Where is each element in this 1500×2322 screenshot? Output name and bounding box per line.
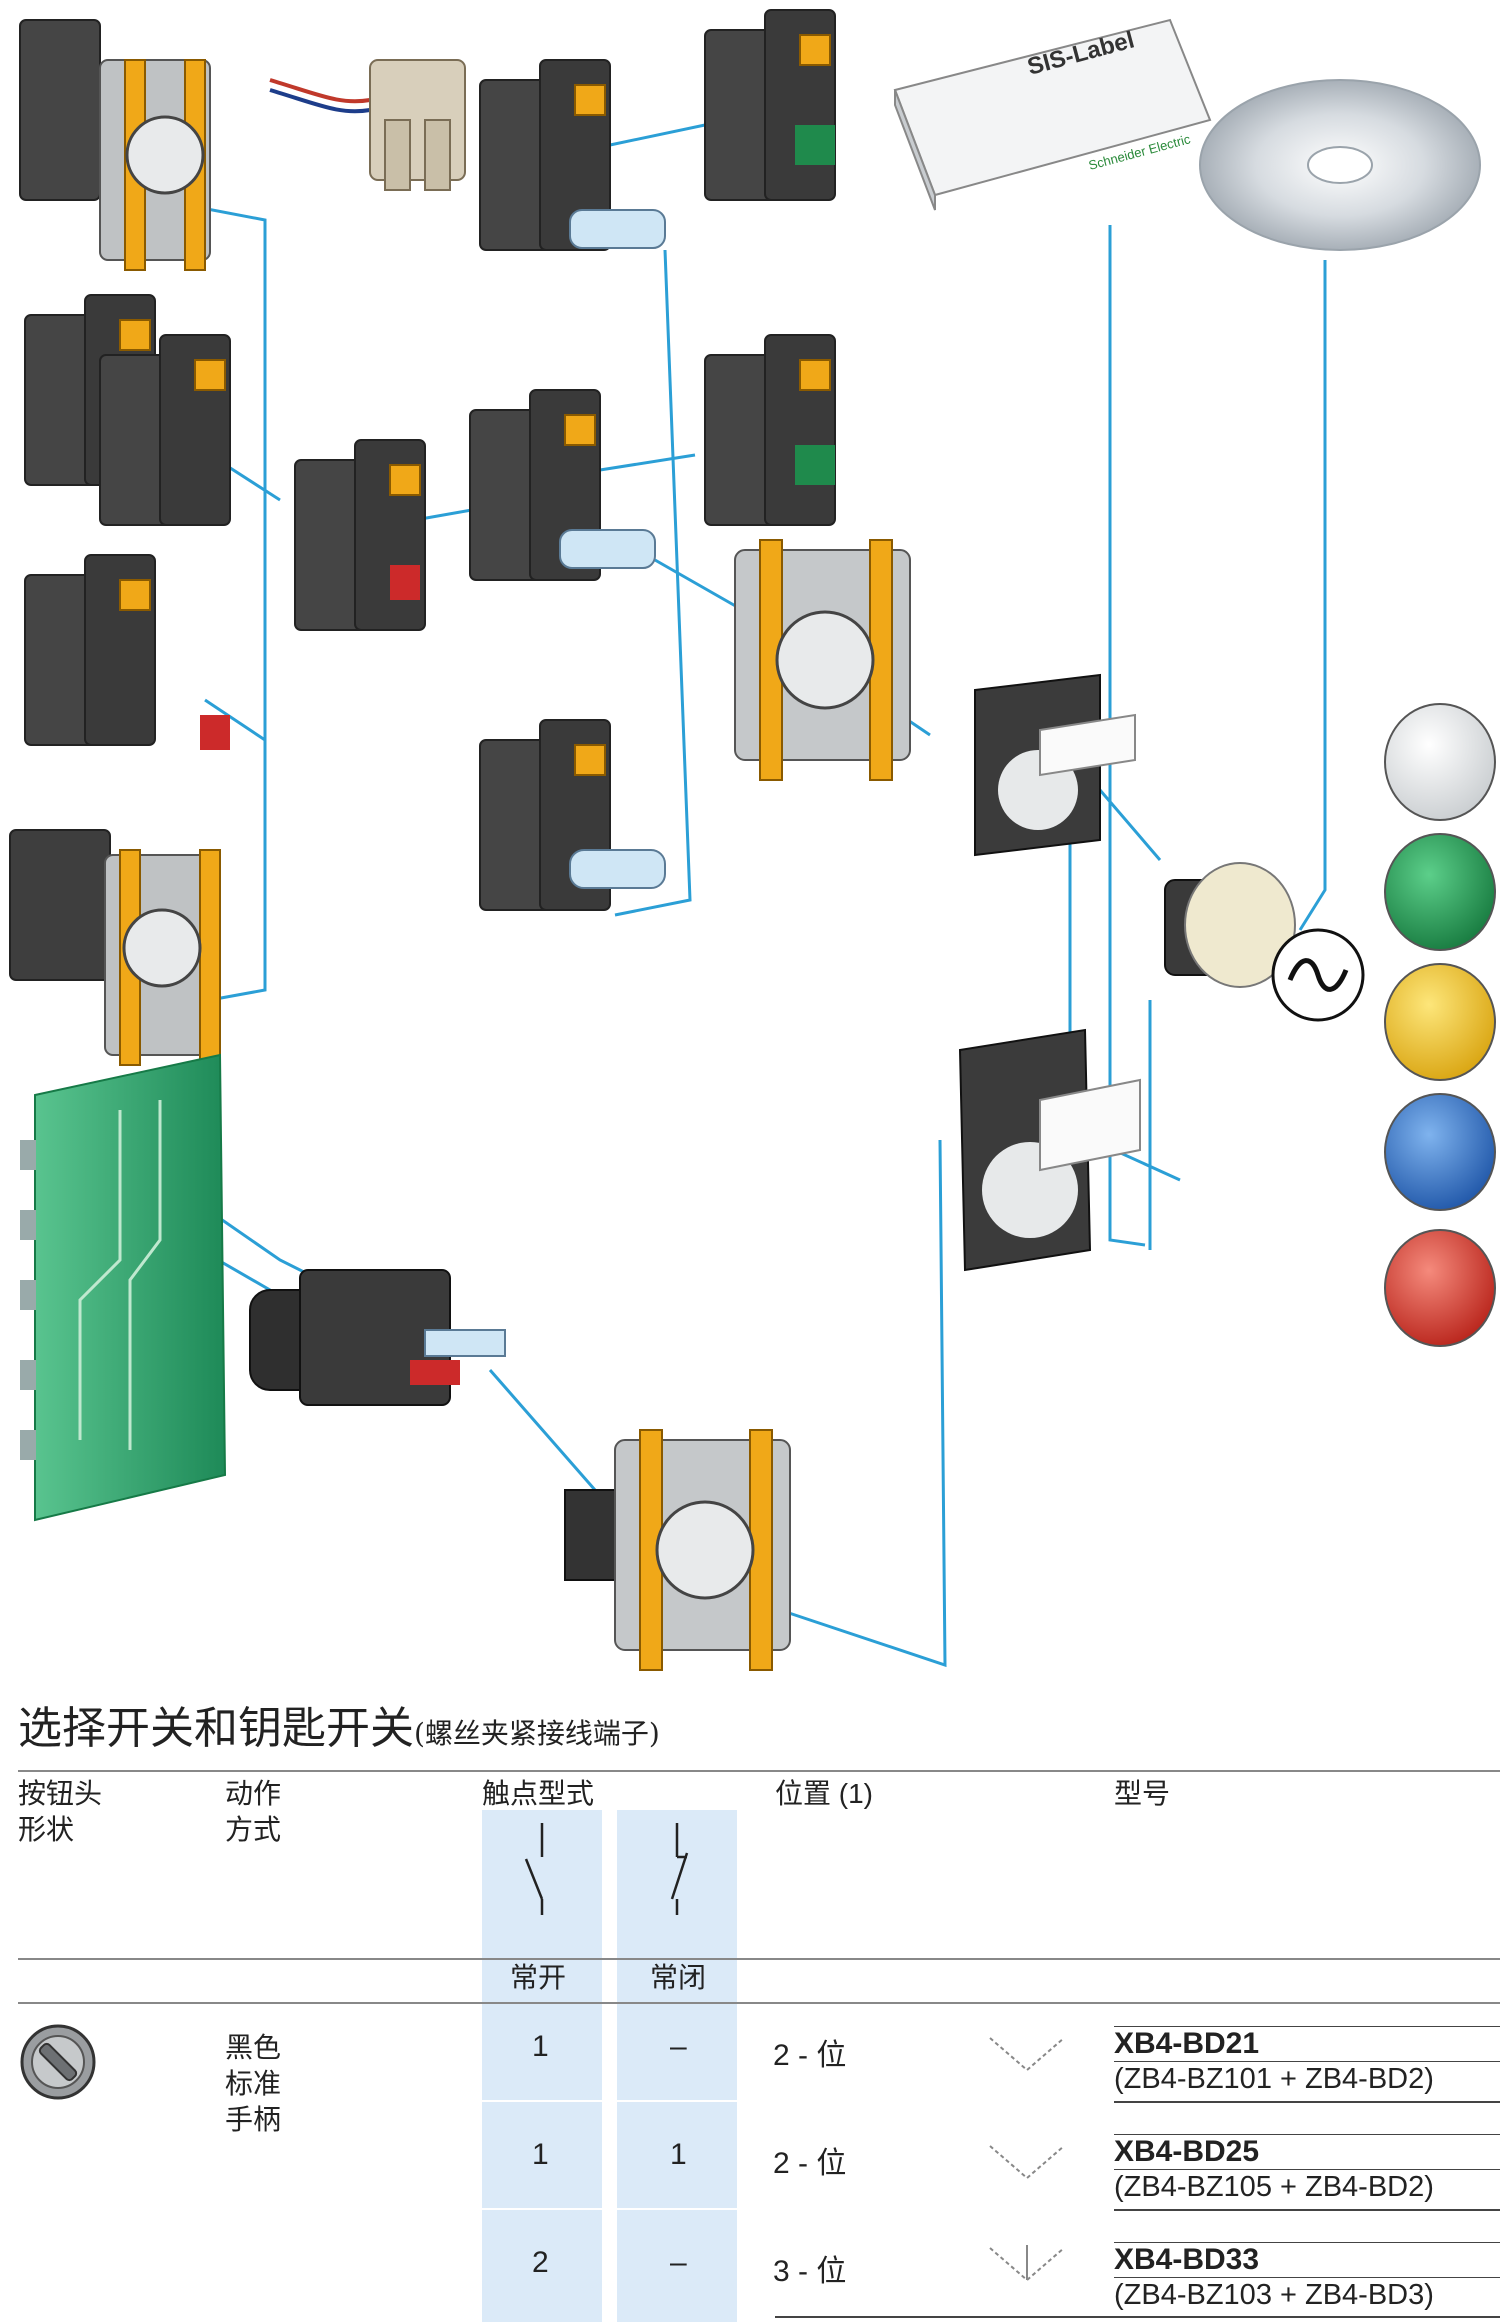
subheader-rule [18, 2002, 1500, 2004]
header-contact-type: 触点型式 [482, 1777, 595, 1810]
software-cd: SIS-Label Schneider Electric [893, 18, 1481, 251]
contact-block-nc-1 [24, 554, 230, 750]
row3-nc: – [670, 2246, 687, 2279]
section-title: 选择开关和钥匙开关(螺丝夹紧接线端子) [18, 1692, 660, 1756]
row3-position: 3 - 位 [773, 2255, 847, 2288]
row2-separator [482, 2208, 737, 2210]
row2-position-diagram [989, 2145, 1065, 2180]
header-position: 位置 (1) [775, 1778, 874, 1809]
light-block-1 [479, 59, 666, 251]
contact-block-double [24, 294, 231, 526]
pcb-switch-module [249, 1269, 506, 1406]
row1-separator [482, 2100, 737, 2102]
operator-description: 黑色 标准 手柄 [225, 2031, 282, 2136]
header-head-shape: 按钮头 形状 [18, 1777, 103, 1846]
row1-position-diagram [989, 2037, 1065, 2072]
contact-block-no-2 [704, 334, 836, 526]
header-model: 型号 [1114, 1777, 1171, 1810]
contact-block-nc-2 [294, 439, 426, 631]
row1-no: 1 [532, 2030, 549, 2063]
row3-no: 2 [532, 2246, 549, 2279]
table-top-rule [18, 1770, 1500, 1772]
mounting-collar-2 [564, 1429, 791, 1671]
row1-model-components: (ZB4-BZ101 + ZB4-BD2) [1114, 2061, 1500, 2096]
cap-green [1384, 833, 1496, 951]
legend-plate-1 [974, 673, 1136, 857]
wire-connector [269, 59, 466, 191]
printed-circuit-board [20, 1053, 227, 1522]
contact-block-no-1 [704, 9, 836, 201]
row2-model-code: XB4-BD25 [1114, 2134, 1500, 2169]
contact-symbols [524, 1823, 689, 1915]
pilot-light-head [1164, 862, 1365, 1022]
header-nc-label: 常闭 [650, 1961, 707, 1994]
light-block-3 [479, 719, 666, 911]
colored-lens-caps [1384, 703, 1496, 1347]
mounting-collar-1 [734, 539, 911, 781]
nc-column-bg [617, 1810, 737, 2322]
light-block-2 [469, 389, 656, 581]
row3-model-components: (ZB4-BZ103 + ZB4-BD3) [1114, 2277, 1500, 2312]
row3-position-diagram [989, 2245, 1065, 2282]
section-title-main: 选择开关和钥匙开关 [18, 1703, 414, 1754]
row3-model-code: XB4-BD33 [1114, 2242, 1500, 2277]
row2-model-components: (ZB4-BZ105 + ZB4-BD2) [1114, 2169, 1500, 2204]
no-column-bg [482, 1810, 602, 2322]
row1-model-code: XB4-BD21 [1114, 2026, 1500, 2061]
row2-no: 1 [532, 2138, 549, 2171]
section-title-sub: (螺丝夹紧接线端子) [414, 1717, 660, 1750]
no-contact-symbol [524, 1823, 544, 1915]
row2-position: 2 - 位 [773, 2147, 847, 2180]
header-no-label: 常开 [510, 1961, 567, 1994]
row1-nc: – [670, 2030, 687, 2063]
row1-model: XB4-BD21 (ZB4-BZ101 + ZB4-BD2) [1114, 2026, 1500, 2096]
switch-module-2 [9, 829, 221, 1066]
row2-model: XB4-BD25 (ZB4-BZ105 + ZB4-BD2) [1114, 2134, 1500, 2204]
row3-model: XB4-BD33 (ZB4-BZ103 + ZB4-BD3) [1114, 2242, 1500, 2312]
cap-white [1384, 703, 1496, 821]
selector-head-icon [20, 2024, 96, 2100]
row2-nc: 1 [670, 2138, 687, 2171]
switch-module-1 [19, 19, 211, 271]
header-operation: 动作 方式 [225, 1777, 282, 1846]
header-rule [18, 1958, 1500, 1960]
legend-plate-2 [958, 1028, 1141, 1272]
cap-yellow [1384, 963, 1496, 1081]
cap-red [1384, 1229, 1496, 1347]
cap-blue [1384, 1093, 1496, 1211]
row1-position: 2 - 位 [773, 2039, 847, 2072]
exploded-assembly-diagram: SIS-Label Schneider Electric [9, 9, 1496, 1671]
nc-contact-symbol [670, 1823, 689, 1915]
